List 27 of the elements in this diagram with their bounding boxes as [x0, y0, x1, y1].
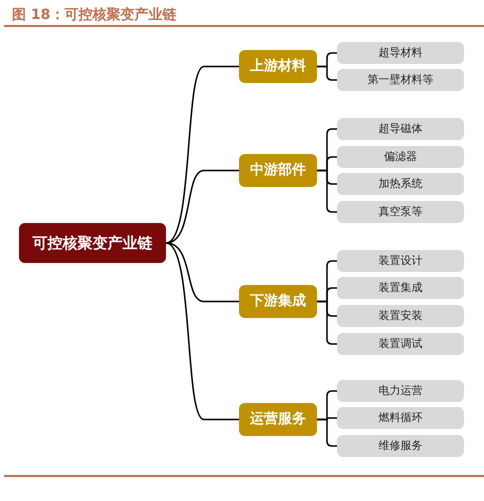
item-box: 装置设计	[337, 250, 464, 272]
item-box: 电力运营	[337, 380, 464, 402]
item-box: 装置集成	[337, 277, 464, 299]
item-box: 加热系统	[337, 173, 464, 195]
item-box: 真空泵等	[337, 201, 464, 223]
item-box: 维修服务	[337, 435, 464, 457]
connector-line	[166, 242, 239, 420]
item-box: 装置调试	[337, 333, 464, 355]
item-box: 超导材料	[337, 42, 464, 64]
connector-line	[166, 66, 239, 244]
category-box: 下游集成	[239, 285, 317, 318]
item-box: 装置安装	[337, 305, 464, 327]
item-box: 第一壁材料等	[337, 69, 464, 91]
connector-line	[317, 300, 337, 345]
connector-line	[166, 242, 239, 302]
connector-line	[317, 66, 337, 81]
category-box: 中游部件	[239, 154, 317, 187]
root-node: 可控核聚变产业链	[19, 223, 166, 263]
item-box: 燃料循环	[337, 407, 464, 429]
category-box: 上游材料	[239, 50, 317, 83]
figure-title: 图 18：可控核聚变产业链	[12, 6, 176, 25]
connector-line	[166, 170, 239, 244]
item-box: 超导磁体	[337, 118, 464, 140]
category-box: 运营服务	[239, 403, 317, 436]
item-box: 偏滤器	[337, 146, 464, 168]
connector-line	[317, 418, 337, 447]
connector-line	[317, 170, 337, 213]
